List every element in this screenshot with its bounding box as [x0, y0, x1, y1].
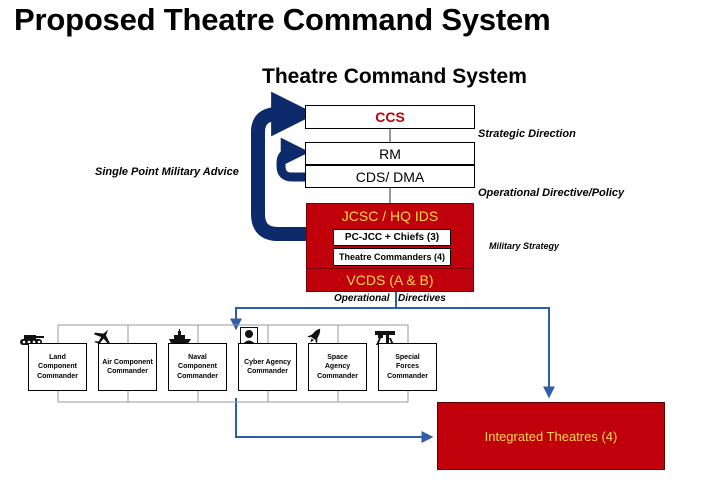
commander-bracket-bottom [57, 391, 409, 403]
commander-label-line: Cyber Agency [244, 358, 291, 366]
ccs-box: CCS [305, 105, 475, 129]
strategic-direction-label: Strategic Direction [478, 128, 576, 140]
vcds-divider [307, 268, 473, 269]
pc-jcc-box: PC-JCC + Chiefs (3) [333, 229, 451, 246]
commander-label-line: Commander [107, 368, 148, 375]
military-strategy-label: Military Strategy [489, 241, 560, 251]
jcsc-label: JCSC / HQ IDS [341, 208, 439, 224]
jcsc-hq-ids-box: JCSC / HQ IDS PC-JCC + Chiefs (3) Theatr… [306, 203, 474, 292]
rocket-icon [307, 328, 321, 344]
directive-line-right [396, 307, 555, 399]
commander-label-line: Special [395, 353, 420, 361]
commander-label-line: Naval [188, 353, 207, 361]
operational-directive-label: Operational Directive/Policy [478, 187, 625, 199]
rm-box: RM [305, 142, 475, 165]
commander-label-line: Commander [317, 372, 358, 380]
directives-label: Directives [398, 293, 446, 304]
commander-label-line: Commander [37, 372, 78, 380]
cds-dma-box: CDS/ DMA [305, 165, 475, 188]
commander-label-line: Air Component [102, 358, 153, 366]
commander-label-line: Space [327, 353, 348, 361]
commander-label-line: Land [49, 353, 66, 361]
operational-label: Operational [334, 293, 390, 304]
diagram-title: Theatre Command System [262, 65, 527, 88]
directive-line-left [230, 292, 397, 331]
vcds-label: VCDS (A & B) [346, 272, 434, 288]
commander-bracket-top [57, 324, 409, 343]
page-title: Proposed Theatre Command System [14, 2, 551, 37]
commander-label-line: Commander [387, 372, 428, 380]
commander-label-line: Commander [177, 372, 218, 380]
cds-to-rm-arrow [276, 137, 310, 182]
commander-label-line: Commander [247, 368, 288, 375]
commander-label-line: Component [38, 363, 77, 371]
single-point-advice-label: Single Point Military Advice [95, 166, 239, 178]
theatre-commanders-box: Theatre Commanders (4) [333, 248, 451, 266]
commander-label-line: Forces [396, 363, 419, 371]
integrated-theatres-box: Integrated Theatres (4) [437, 402, 665, 470]
fighter-jet-icon [93, 329, 110, 347]
directive-line-bottom [235, 398, 434, 443]
commander-label-line: Agency [324, 363, 351, 371]
commander-label-line: Component [178, 363, 217, 371]
single-point-advice-arrow [251, 91, 316, 241]
